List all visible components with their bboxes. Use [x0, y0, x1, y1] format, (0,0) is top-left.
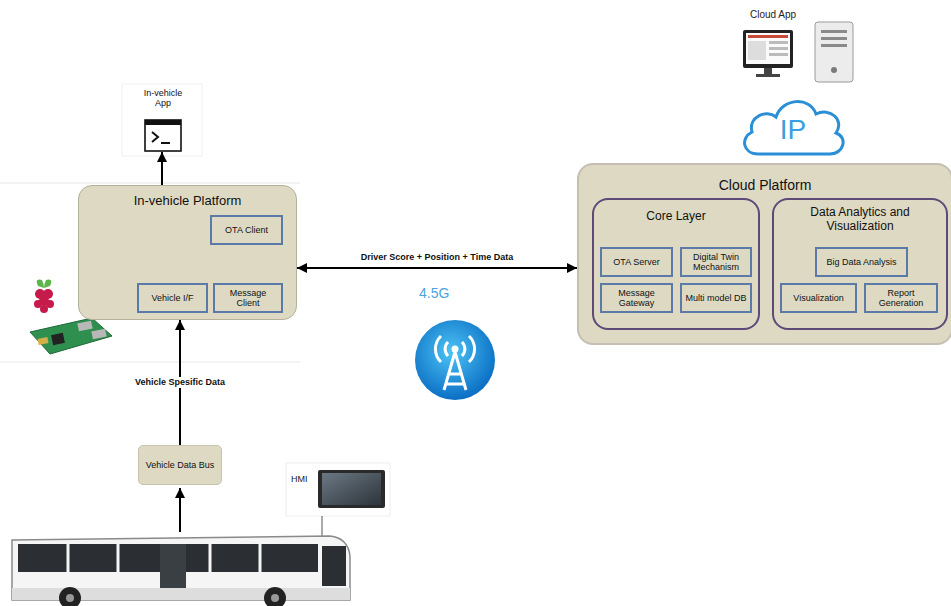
- bus-data-arrow: [179, 488, 181, 532]
- screen-panel: [748, 41, 766, 60]
- hmi-screen: [286, 463, 390, 536]
- hmi-display: [322, 473, 381, 505]
- region-band: [0, 84, 300, 362]
- connector-arrow: [297, 267, 577, 269]
- tower-icon: [415, 320, 495, 400]
- module-box: Vehicle I/F: [137, 283, 208, 313]
- module-box: Visualization: [780, 283, 857, 313]
- terminal-bar: [145, 120, 181, 125]
- server-slot: [821, 37, 847, 40]
- node-label: Big Data Analysis: [826, 257, 896, 267]
- window-post: [209, 544, 212, 572]
- node-label: Vehicle I/F: [151, 293, 193, 303]
- device-label: HMI: [291, 474, 308, 484]
- module-box: Message Client: [213, 283, 283, 313]
- tower-circle: [415, 320, 495, 400]
- box-title: In-vehicle Platform: [88, 194, 288, 209]
- module-box: Report Generation: [864, 283, 938, 313]
- node-label: Visualization: [793, 293, 843, 303]
- port: [77, 321, 92, 332]
- screen-bar: [748, 35, 788, 38]
- leaf: [37, 280, 44, 288]
- module-box: Digital Twin Mechanism: [680, 247, 752, 277]
- bus-wheel: [59, 587, 81, 606]
- module-box: OTA Server: [600, 247, 673, 277]
- platform-box: Cloud PlatformCore LayerOTA Server Digita…: [577, 163, 951, 345]
- app-icon: In-vehicle App: [128, 88, 198, 152]
- app-frame: [122, 84, 202, 156]
- window-post: [67, 544, 70, 572]
- monitor-screen: [746, 33, 790, 64]
- module-box: OTA Client: [210, 215, 283, 245]
- node-label: In-vehicle App: [138, 88, 188, 109]
- tower-mast: [444, 352, 466, 390]
- server-icon: [815, 22, 853, 82]
- wheel-hub: [271, 594, 279, 602]
- monitor-stand: [764, 68, 772, 74]
- node-label: Vehicle Data Bus: [146, 460, 215, 470]
- terminal-frame: [145, 120, 181, 151]
- signal-waves: [435, 336, 474, 362]
- connector-arrow: [161, 152, 163, 185]
- screen-line: [769, 53, 788, 56]
- screen-line: [769, 47, 788, 50]
- server-button: [831, 67, 837, 73]
- ip-cloud: IP: [738, 92, 848, 158]
- monitor-frame: [743, 30, 793, 68]
- layer-box: Data Analytics and VisualizationBig Data…: [772, 198, 948, 330]
- band-line: [0, 362, 300, 363]
- cloud-shape: [745, 102, 844, 154]
- pins: [37, 337, 48, 345]
- wheel-hub: [66, 594, 74, 602]
- node-label: OTA Client: [225, 225, 268, 235]
- network-label: 4.5G: [419, 285, 449, 301]
- hmi-wire: [322, 516, 323, 536]
- node-label: Digital Twin Mechanism: [685, 252, 747, 273]
- screen-line: [769, 41, 788, 44]
- hmi-frame: [286, 463, 390, 516]
- server-slot: [821, 30, 847, 33]
- tower-top: [452, 346, 459, 353]
- window-post: [259, 544, 262, 572]
- bus-windshield: [322, 546, 346, 586]
- caption-label: Cloud App: [750, 9, 796, 20]
- platform-box: In-vehicle PlatformOTA ClientVehicle I/F…: [78, 185, 297, 320]
- module-box: Multi model DB: [680, 283, 752, 313]
- box-title: Data Analytics and Visualization: [795, 206, 925, 234]
- module-box: Message Gateway: [600, 283, 673, 313]
- box-title: Cloud Platform: [655, 177, 875, 193]
- raspberry-board: [30, 318, 112, 354]
- node-label: Report Generation: [869, 288, 933, 309]
- server-case: [815, 22, 853, 82]
- monitor-base: [756, 74, 780, 77]
- leaf: [44, 280, 51, 288]
- box-title: Core Layer: [601, 210, 751, 224]
- berry: [40, 305, 48, 313]
- terminal-icon: [144, 119, 182, 152]
- node-label: OTA Server: [613, 257, 659, 267]
- port: [91, 329, 106, 340]
- raspberry-logo: [34, 280, 54, 313]
- band-line: [0, 183, 300, 184]
- board: [30, 318, 112, 354]
- server-slot: [821, 44, 847, 47]
- hmi-bezel: [318, 470, 385, 508]
- module-box: Big Data Analysis: [815, 247, 908, 277]
- window-post: [117, 544, 120, 572]
- bus-illustration: [12, 536, 350, 606]
- bus-box: Vehicle Data Bus: [138, 445, 222, 485]
- layer-box: Core LayerOTA Server Digital Twin Mechani…: [592, 198, 760, 330]
- node-label: Multi model DB: [685, 293, 746, 303]
- node-label: Message Client: [218, 288, 278, 309]
- edge-label: Vehicle Spesific Data: [113, 377, 247, 388]
- computer-icon: [743, 30, 793, 77]
- node-label: Message Gateway: [605, 288, 668, 309]
- prompt-symbol: [152, 132, 170, 143]
- bus-wheel: [264, 587, 286, 606]
- chip: [51, 333, 65, 345]
- node-label: IP: [780, 114, 806, 146]
- edge-label: Driver Score + Position + Time Data: [350, 252, 524, 263]
